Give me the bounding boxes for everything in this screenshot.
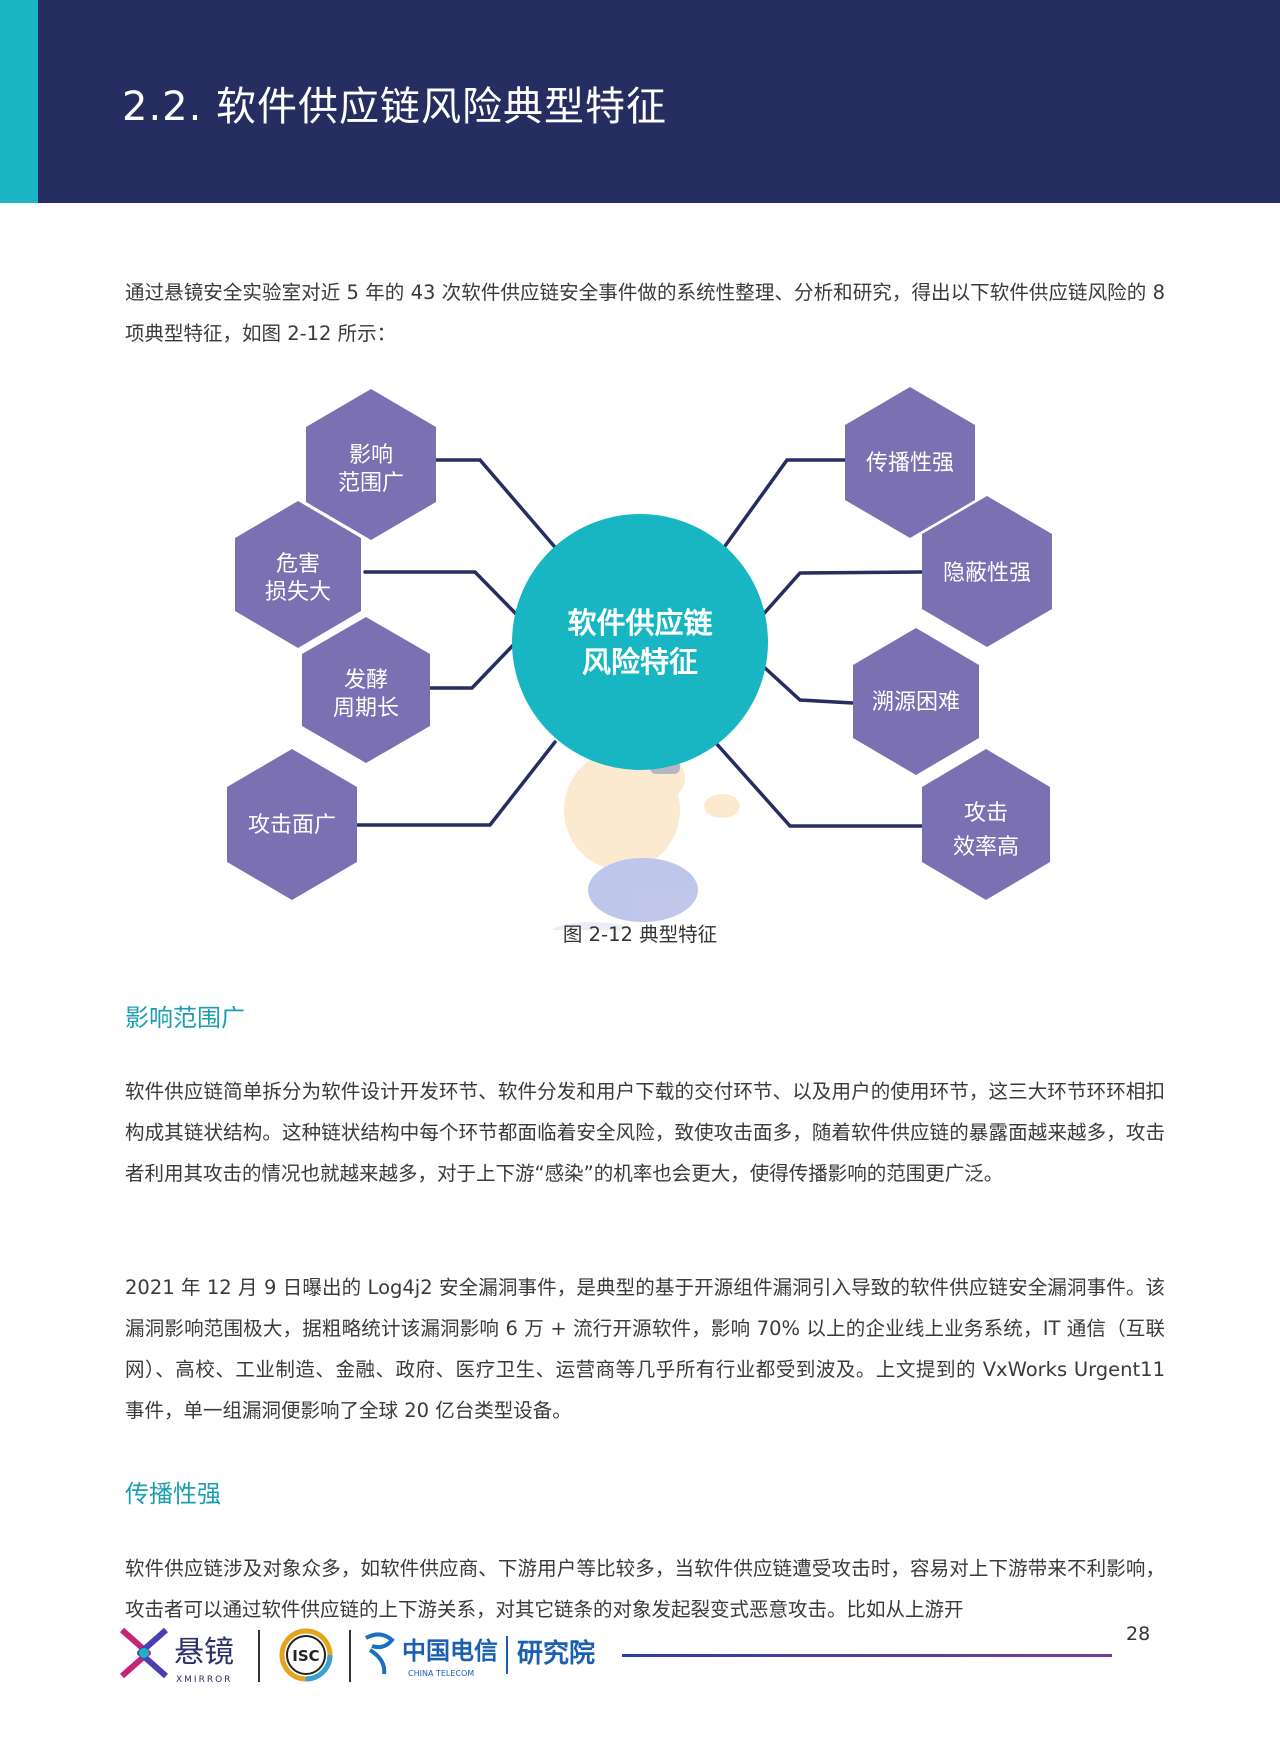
section-propagation-paragraph-1: 软件供应链涉及对象众多，如软件供应商、下游用户等比较多，当软件供应链遭受攻击时，… (125, 1557, 1165, 1621)
hexagon-node: 攻击 效率高 (922, 749, 1050, 900)
hexagon-label-line1: 危害 (276, 552, 320, 577)
brand-xmirror-name: 悬镜 (174, 1635, 234, 1670)
hexagon-node: 溯源困难 (853, 628, 979, 775)
brand-china-telecom-sub: CHINA TELECOM (408, 1669, 474, 1678)
hexagon-label-line1: 溯源困难 (872, 690, 960, 715)
hexagon-node: 隐蔽性强 (922, 496, 1052, 647)
connector-right-3 (763, 666, 855, 705)
brand-xmirror-sub: XMIRROR (176, 1675, 232, 1685)
section-scope-paragraph-1: 软件供应链简单拆分为软件设计开发环节、软件分发和用户下载的交付环节、以及用户的使… (125, 1080, 1165, 1185)
connector-right-4 (713, 740, 924, 828)
hexagon-node: 传播性强 (845, 387, 975, 538)
hexagon-label-line1: 攻击 (964, 801, 1008, 826)
page-footer: 悬镜 XMIRROR ISC 中国电信 CHINA TELECOM 研究院 (120, 1627, 1112, 1685)
center-label-line1: 软件供应链 (567, 606, 712, 640)
background-figure-illustration (552, 750, 740, 930)
china-telecom-logo-icon (365, 1632, 395, 1675)
brand-china-telecom: 中国电信 (402, 1637, 498, 1665)
hexagon-label-line1: 攻击面广 (248, 813, 336, 838)
center-label-line2: 风险特征 (582, 645, 698, 679)
connector-right-2 (758, 570, 924, 620)
section-heading-propagation: 传播性强 (125, 1480, 221, 1508)
risk-feature-diagram: 软件供应链 风险特征 影响 范围广 危害 损失大 发酵 周期长 攻击面广 传播性… (227, 387, 1052, 930)
brand-research-institute: 研究院 (517, 1638, 595, 1669)
xmirror-logo-icon (120, 1627, 168, 1679)
isc-logo-icon (279, 1628, 333, 1682)
hexagon-label-line1: 隐蔽性强 (943, 561, 1031, 586)
center-circle (512, 514, 768, 770)
intro-paragraph: 通过悬镜安全实验室对近 5 年的 43 次软件供应链安全事件做的系统性整理、分析… (125, 281, 1165, 345)
connector-left-4 (355, 740, 557, 827)
page-title: 2.2. 软件供应链风险典型特征 (122, 84, 668, 130)
hexagon-label-line1: 影响 (349, 443, 393, 468)
hexagon-node: 发酵 周期长 (302, 617, 430, 763)
footer-rule (622, 1654, 1112, 1657)
brand-isc: ISC (292, 1647, 319, 1665)
header-accent-bar (0, 0, 38, 203)
hexagon-label-line2: 周期长 (333, 696, 399, 721)
page-number: 28 (1126, 1623, 1151, 1645)
hexagon-node: 影响 范围广 (306, 389, 436, 540)
hexagon-node: 危害 损失大 (235, 501, 361, 648)
hexagon-label-line1: 发酵 (344, 668, 388, 693)
connector-right-1 (718, 458, 847, 555)
hexagon-label-line2: 损失大 (265, 580, 331, 605)
section-heading-scope: 影响范围广 (125, 1004, 245, 1032)
connector-left-2 (363, 570, 522, 620)
hexagon-node: 攻击面广 (227, 749, 357, 900)
hexagon-label-line2: 范围广 (338, 471, 404, 496)
figure-caption: 图 2-12 典型特征 (562, 923, 718, 946)
page-header: 2.2. 软件供应链风险典型特征 (0, 0, 1280, 203)
connector-left-1 (433, 458, 562, 555)
hexagon-label-line2: 效率高 (953, 835, 1019, 860)
section-scope-paragraph-2: 2021 年 12 月 9 日曝出的 Log4j2 安全漏洞事件，是典型的基于开… (125, 1276, 1165, 1422)
connector-left-3 (428, 636, 522, 690)
hexagon-label-line1: 传播性强 (866, 451, 954, 476)
